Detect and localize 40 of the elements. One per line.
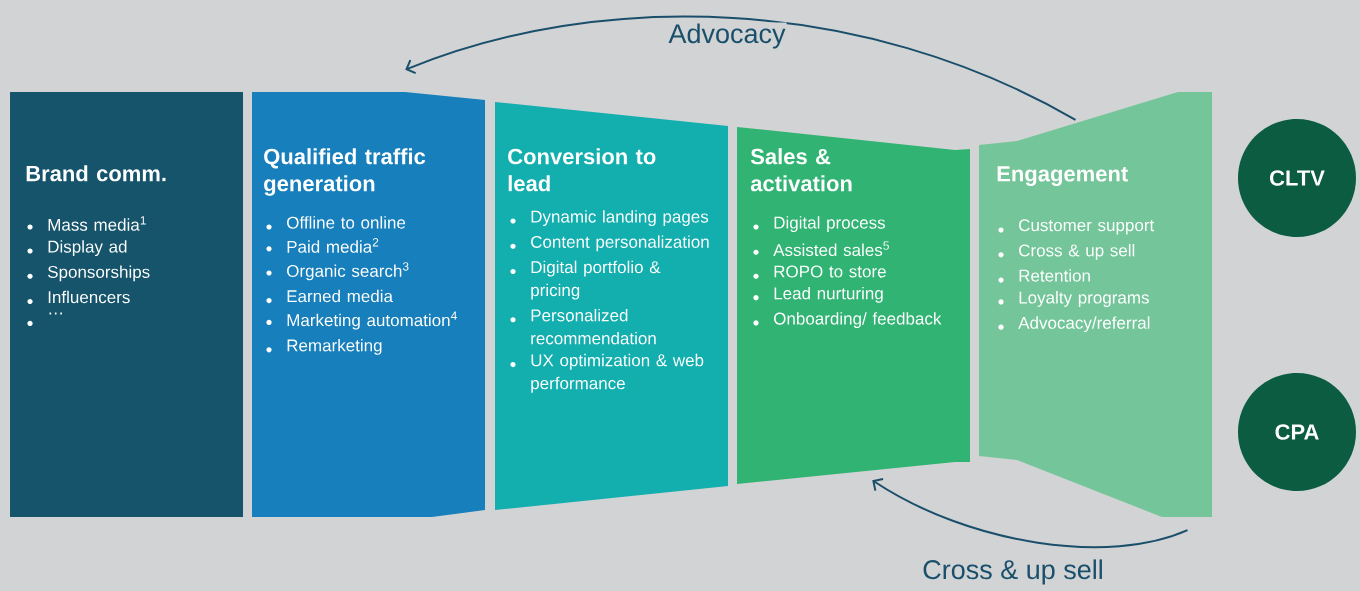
stage-heading: Qualified traffic generation — [264, 148, 426, 196]
bullet-item: Cross & up sell — [998, 244, 1135, 260]
stage-heading: Sales & activation — [750, 148, 852, 192]
bullet-item: Organic search$^{3}$ — [266, 262, 409, 281]
bullet-item: Content personalization — [510, 235, 709, 252]
bullet-item: … — [27, 312, 62, 326]
bullet-item: Digital portfolio & pricing — [510, 260, 661, 300]
funnel-stage-panel — [737, 127, 970, 484]
stage-heading: Conversion to lead — [508, 148, 656, 192]
bullet-item: Influencers — [27, 290, 130, 305]
bullet-item: Assisted sales$^{5}$ — [753, 241, 889, 257]
funnel-stage-panel — [495, 102, 728, 510]
bullet-item: Sponsorships — [27, 265, 150, 282]
bullet-item: Lead nurturing — [753, 286, 883, 303]
bullet-item: Earned media — [266, 289, 393, 304]
curved-arrow — [872, 478, 1189, 549]
bullet-item: Advocacy/referral — [998, 316, 1150, 333]
bullet-item: Offline to online — [266, 216, 406, 230]
stage-heading: Engagement — [997, 166, 1128, 186]
curved-arrow — [405, 15, 1077, 121]
edge-label: Advocacy — [667, 22, 787, 50]
bullet-item: Paid media$^{2}$ — [266, 238, 379, 253]
bullet-item: Onboarding/ feedback — [753, 312, 942, 328]
funnel-stage-panel — [979, 92, 1212, 517]
bullet-item: ROPO to store — [753, 265, 886, 279]
bullet-item: Digital process — [753, 216, 885, 233]
bullet-item: Marketing automation$^{4}$ — [266, 311, 457, 330]
bullet-item: Dynamic landing pages — [510, 210, 709, 227]
bullet-item: Customer support — [998, 219, 1155, 235]
bullet-item: Display ad — [27, 240, 127, 257]
bullet-item: Mass media$^{1}$ — [27, 216, 146, 231]
funnel-stage-panel — [252, 92, 485, 517]
stage-heading: Brand comm. — [26, 165, 166, 182]
bullet-item: Loyalty programs — [998, 291, 1149, 307]
bullet-item: Remarketing — [266, 339, 382, 355]
funnel-stage-panel — [10, 92, 243, 517]
edge-label: Cross & up sell — [921, 558, 1105, 586]
bullet-item: Retention — [998, 269, 1090, 283]
bullet-item: Personalized recommendation — [510, 308, 656, 345]
bullet-item: UX optimization & web performance — [510, 353, 704, 393]
